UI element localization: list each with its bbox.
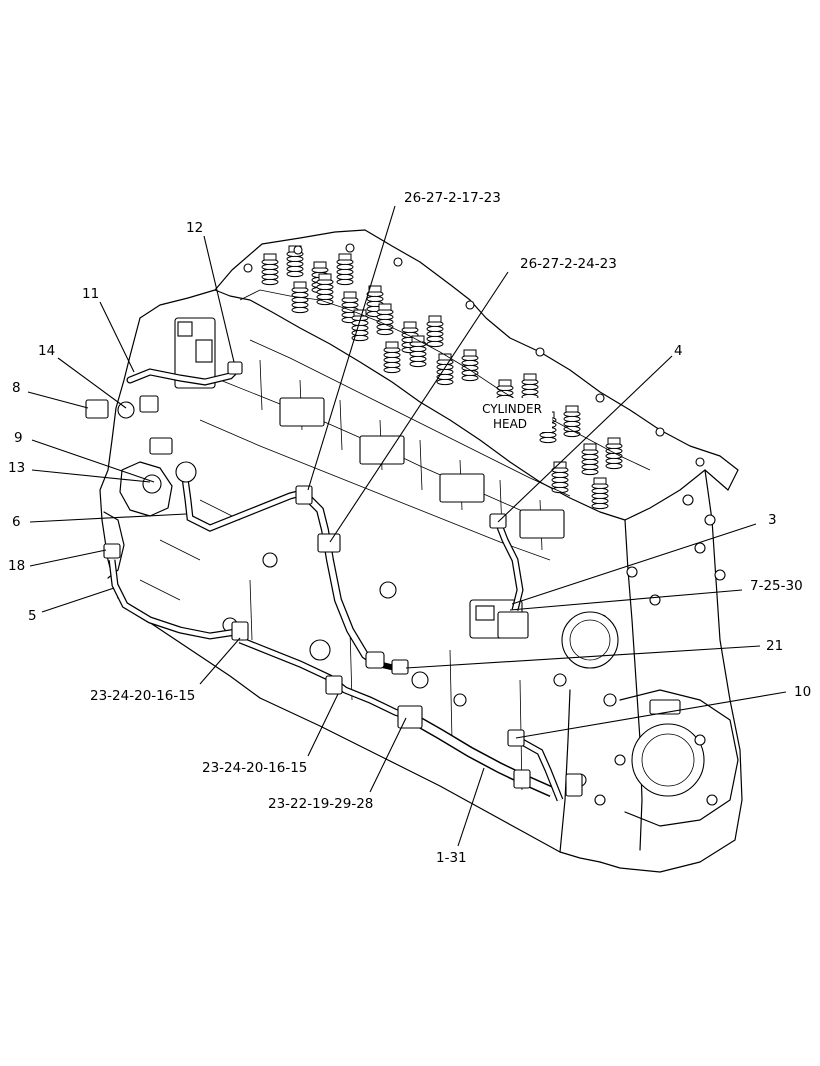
- valve-spring: [591, 477, 609, 510]
- valve-spring: [376, 303, 394, 336]
- callout-label: 9: [14, 430, 23, 446]
- valve-spring: [563, 405, 581, 438]
- callout-label: 18: [8, 558, 25, 574]
- region-label-line2: HEAD: [493, 417, 527, 431]
- valve-spring: [436, 353, 454, 386]
- callout-label: 10: [794, 684, 811, 700]
- callout-labels: 26-27-2-17-23 12 26-27-2-24-23 11 14 4 8…: [8, 190, 811, 866]
- callout-label: 13: [8, 460, 25, 476]
- valve-spring: [551, 461, 569, 494]
- callout-label: 23-24-20-16-15: [202, 760, 307, 776]
- fuel-and-oil-lines: [108, 364, 564, 802]
- valve-spring: [581, 443, 599, 476]
- valve-spring: [336, 253, 354, 286]
- callout-label: 23-22-19-29-28: [268, 796, 373, 812]
- region-label-line1: CYLINDER: [482, 402, 542, 416]
- valve-spring: [291, 281, 309, 314]
- valve-spring: [605, 437, 623, 470]
- callout-label: 26-27-2-17-23: [404, 190, 501, 206]
- valve-spring: [351, 309, 369, 342]
- valve-springs: [261, 245, 623, 510]
- valve-spring: [426, 315, 444, 348]
- cylinder-head-detail: [174, 243, 726, 626]
- callout-label: 6: [12, 514, 21, 530]
- leader-lines: [27, 205, 787, 847]
- valve-spring: [461, 349, 479, 382]
- callout-label: 1-31: [436, 850, 467, 866]
- valve-spring: [316, 273, 334, 306]
- valve-spring: [409, 335, 427, 368]
- callout-label: 11: [82, 286, 99, 302]
- callout-label: 21: [766, 638, 783, 654]
- fittings: [85, 361, 583, 797]
- valve-spring: [383, 341, 401, 374]
- callout-label: 4: [674, 343, 683, 359]
- callout-label: 8: [12, 380, 21, 396]
- callout-label: 26-27-2-24-23: [520, 256, 617, 272]
- cylinder-head-label: CYLINDER HEAD: [470, 398, 552, 432]
- callout-label: 14: [38, 343, 55, 359]
- callout-label: 12: [186, 220, 203, 236]
- callout-label: 3: [768, 512, 777, 528]
- block-side-features: [139, 499, 739, 827]
- callout-label: 23-24-20-16-15: [90, 688, 195, 704]
- callout-label: 7-25-30: [750, 578, 803, 594]
- valve-spring: [261, 253, 279, 286]
- callout-label: 5: [28, 608, 37, 624]
